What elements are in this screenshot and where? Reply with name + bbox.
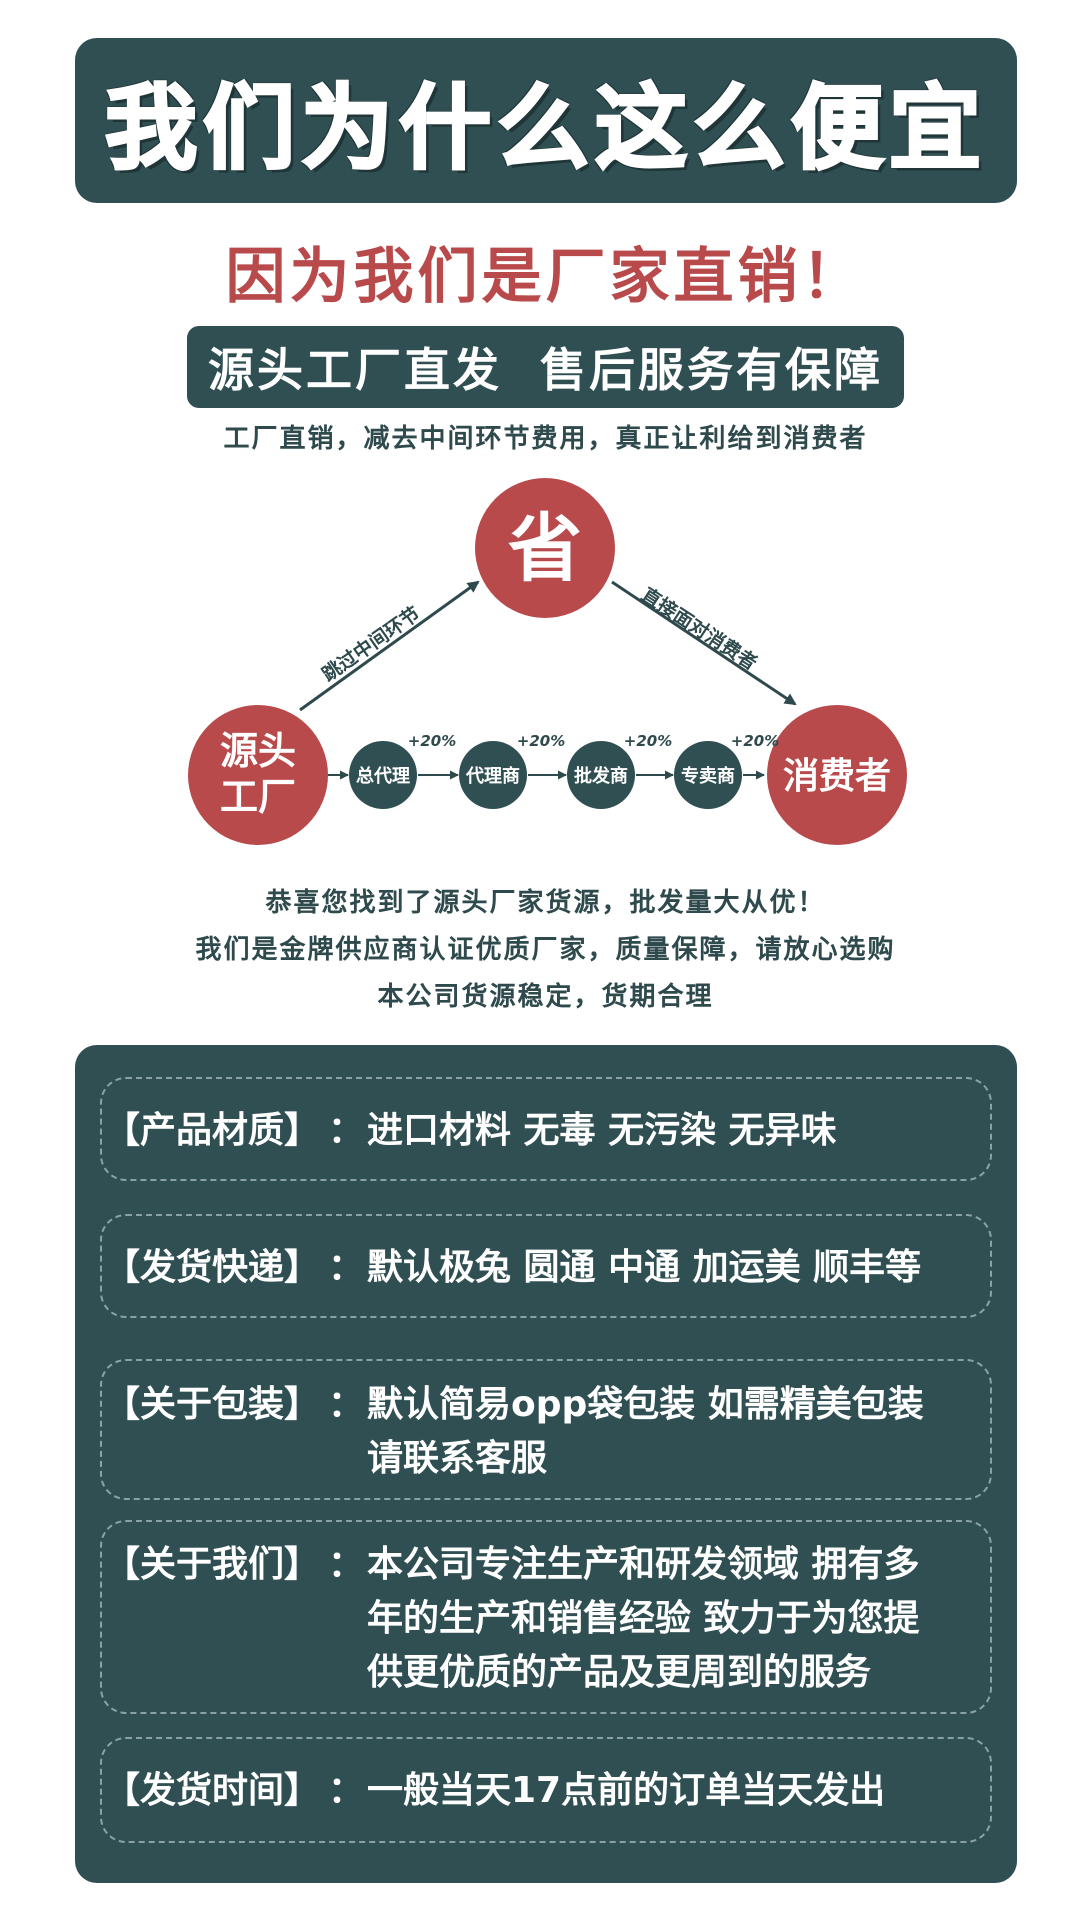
top-node-label: 省 [508,506,582,592]
details-panel: 【产品材质】 ： 进口材料 无毒 无污染 无异味 【发货快递】 ： 默认极兔 圆… [75,1045,1017,1883]
left-node-label-1: 源头 [220,729,296,773]
card-value: 进口材料 无毒 无污染 无异味 [367,1110,837,1151]
card-shipping: 【发货快递】 ： 默认极兔 圆通 中通 加运美 顺丰等 [100,1214,992,1318]
card-label: 【产品材质】 [104,1110,321,1151]
middle-node-1-label: 总代理 [356,765,410,787]
middle-node-4 [674,741,742,809]
card-label: 【关于我们】 [104,1544,321,1585]
middle-node-3-label: 批发商 [574,765,628,787]
middle-node-4-label: 专卖商 [681,765,735,787]
card-value-line-3: 供更优质的产品及更周到的服务 [367,1652,872,1693]
card-value-line-2: 请联系客服 [367,1438,548,1479]
card-value-line-2: 年的生产和销售经验 致力于为您提 [367,1598,920,1639]
slogan: 因为我们是厂家直销！ [225,242,866,312]
description: 工厂直销，减去中间环节费用，真正让利给到消费者 [223,424,868,454]
card-colon: ： [328,1247,365,1288]
markup-4: +20% [731,732,779,750]
card-label: 【发货时间】 [104,1770,321,1811]
markup-1: +20% [408,732,456,750]
card-value: 一般当天17点前的订单当天发出 [367,1770,886,1811]
middle-node-1 [349,741,417,809]
left-node-label-2: 工厂 [220,775,296,819]
title-banner: 我们为什么这么便宜 [75,38,1017,203]
card-label: 【关于包装】 [104,1384,321,1425]
left-diagonal-arrow [299,580,480,712]
sub-banner: 源头工厂直发 售后服务有保障 [187,326,904,408]
markup-2: +20% [517,732,565,750]
markup-3: +20% [624,732,672,750]
middle-node-2-label: 代理商 [465,765,520,787]
right-node-circle [767,705,907,845]
card-colon: ： [328,1544,365,1585]
page-title: 我们为什么这么便宜 [103,74,987,184]
card-colon: ： [328,1110,365,1151]
card-ship-time: 【发货时间】 ： 一般当天17点前的订单当天发出 [100,1737,992,1843]
right-node-label: 消费者 [783,756,891,797]
info-line-1: 恭喜您找到了源头厂家货源，批发量大从优！ [265,888,826,918]
info-text-block: 恭喜您找到了源头厂家货源，批发量大从优！ 我们是金牌供应商认证优质厂家，质量保障… [0,880,1091,1021]
middle-node-3 [567,741,635,809]
card-colon: ： [328,1384,365,1425]
right-diagonal-arrow [611,580,797,706]
top-node-circle [475,478,615,618]
card-value: 默认极兔 圆通 中通 加运美 顺丰等 [367,1247,922,1288]
card-value-line-1: 默认简易opp袋包装 如需精美包装 [367,1384,924,1425]
card-label: 【发货快递】 [104,1247,321,1288]
card-value-line-1: 本公司专注生产和研发领域 拥有多 [367,1544,920,1585]
card-colon: ： [328,1770,365,1811]
card-about-us: 【关于我们】 ： 本公司专注生产和研发领域 拥有多 年的生产和销售经验 致力于为… [100,1520,992,1714]
left-node-circle [188,705,328,845]
card-packaging: 【关于包装】 ： 默认简易opp袋包装 如需精美包装 请联系客服 [100,1359,992,1500]
right-arrow-label: 直接面对消费者 [637,583,761,675]
card-material: 【产品材质】 ： 进口材料 无毒 无污染 无异味 [100,1077,992,1181]
left-arrow-label: 跳过中间环节 [318,602,425,686]
info-line-3: 本公司货源稳定，货期合理 [377,982,714,1012]
flow-diagram: 跳过中间环节 直接面对消费者 省 源头 工厂 消费者 总代理 代理商 批发商 专… [188,478,907,845]
middle-node-2 [459,741,527,809]
info-line-2: 我们是金牌供应商认证优质厂家，质量保障，请放心选购 [195,935,896,965]
